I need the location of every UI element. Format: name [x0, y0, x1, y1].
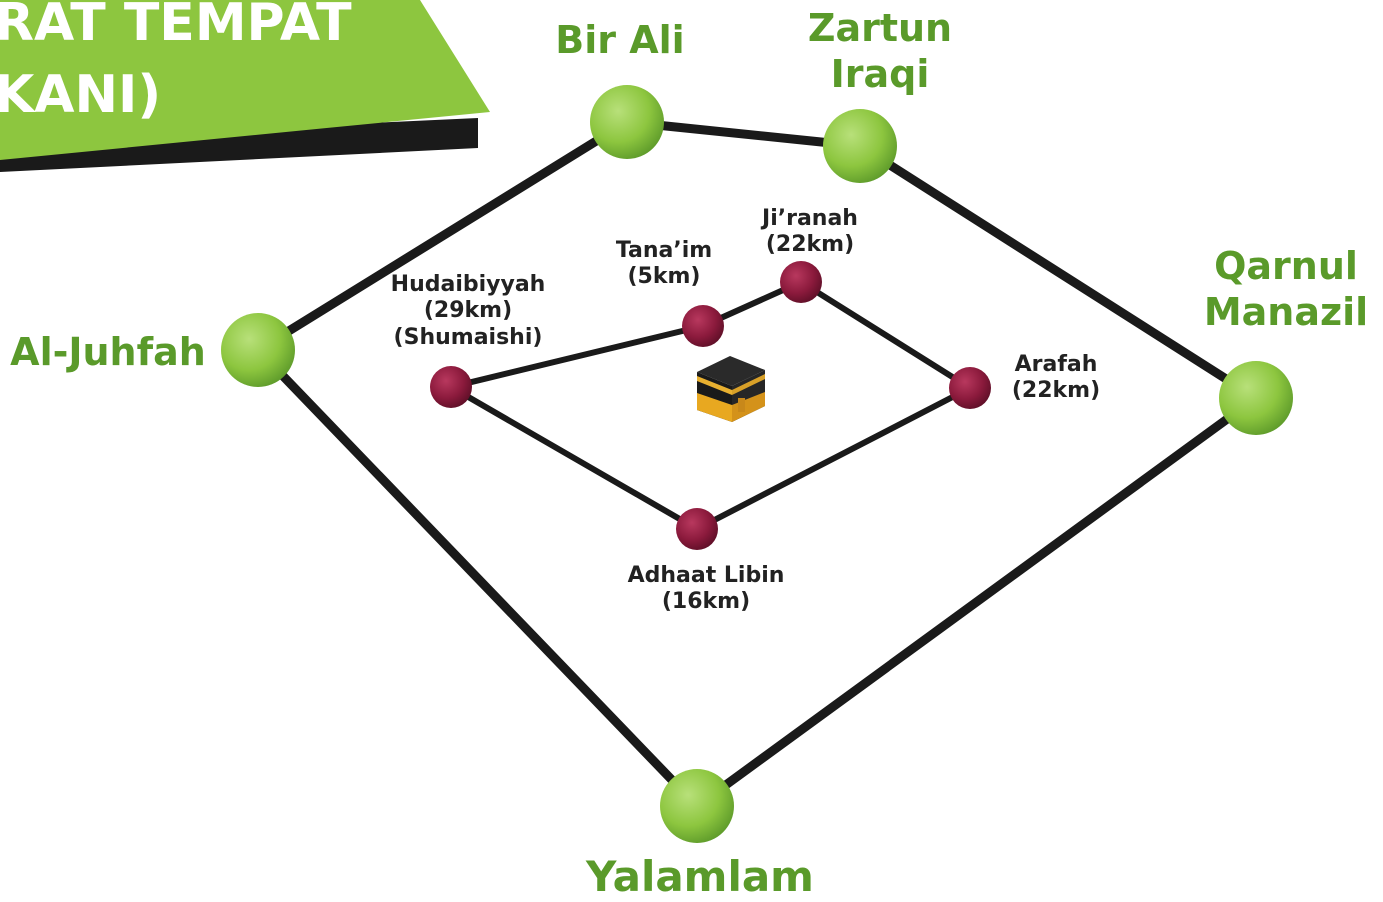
label-jiranah-name: Ji’ranah — [762, 206, 858, 231]
banner-background — [0, 0, 490, 160]
label-jiranah-distance: (22km) — [765, 232, 855, 258]
label-tanaim-distance: (5km) — [627, 264, 701, 290]
label-hudaibiyyah-alt-name: (Shumaishi) — [393, 324, 543, 350]
label-tanaim: Tana’im (5km) — [594, 238, 734, 291]
banner-title-line2: KANI) — [0, 65, 162, 125]
label-adhaat-libin: Adhaat Libin (16km) — [606, 563, 806, 616]
label-arafah-distance: (22km) — [1011, 378, 1101, 404]
node-al-juhfah — [221, 313, 295, 387]
kaaba-icon — [697, 356, 765, 422]
inner-boundary-lines — [448, 279, 973, 532]
label-qarnul-manazil: Qarnul Manazil — [1196, 244, 1376, 335]
label-adhaat-libin-name: Adhaat Libin — [627, 563, 785, 588]
label-hudaibiyyah-name: Hudaibiyyah — [390, 272, 546, 297]
node-hudaibiyyah — [430, 366, 472, 408]
node-arafah — [949, 367, 991, 409]
label-tanaim-name: Tana’im — [615, 238, 713, 263]
label-hudaibiyyah: Hudaibiyyah (29km) (Shumaishi) — [378, 272, 558, 351]
node-qarnul-manazil — [1219, 361, 1293, 435]
label-qarnul-line1: Qarnul — [1214, 244, 1358, 288]
outer-boundary-lines — [253, 117, 1261, 811]
node-bir-ali — [590, 85, 664, 159]
label-hudaibiyyah-distance: (29km) — [423, 298, 513, 324]
label-qarnul-line2: Manazil — [1203, 289, 1369, 334]
node-zartun-iraqi — [823, 109, 897, 183]
banner-title-line1: RAT TEMPAT — [0, 0, 352, 53]
label-zartun-iraqi: Zartun Iraqi — [790, 6, 970, 97]
label-adhaat-libin-distance: (16km) — [661, 589, 751, 615]
label-zartun-line1: Zartun — [807, 6, 953, 50]
label-jiranah: Ji’ranah (22km) — [740, 206, 880, 259]
label-arafah-name: Arafah — [1014, 352, 1098, 377]
label-bir-ali: Bir Ali — [555, 18, 685, 62]
node-adhaat-libin — [676, 508, 718, 550]
label-yalamlam: Yalamlam — [586, 852, 814, 901]
banner-shadow — [0, 118, 478, 172]
label-al-juhfah: Al-Juhfah — [10, 330, 206, 374]
node-jiranah — [780, 261, 822, 303]
label-zartun-line2: Iraqi — [830, 51, 930, 96]
node-yalamlam — [660, 769, 734, 843]
label-arafah: Arafah (22km) — [996, 352, 1116, 405]
node-tanaim — [682, 305, 724, 347]
